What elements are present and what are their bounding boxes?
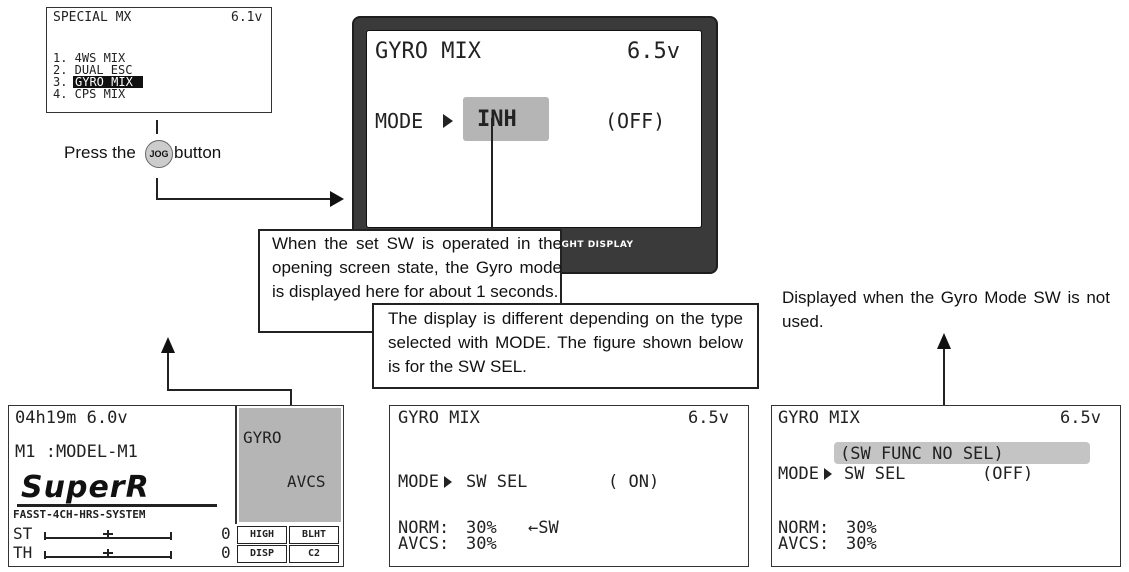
center-note-box [372, 303, 759, 389]
sw-sel-voltage: 6.5v [688, 408, 729, 428]
menu-item-4ws-mix[interactable]: 1. 4WS MIX [53, 51, 126, 65]
avcs-value[interactable]: 30% [846, 534, 877, 554]
mode-value: INH [477, 107, 517, 132]
menu-item-cps-mix[interactable]: 4. CPS MIX [53, 87, 126, 101]
no-sel-voltage: 6.5v [1060, 408, 1101, 428]
home-screen: 04h19m 6.0v M1 :MODEL-M1 SuperR FASST-4C… [8, 405, 344, 567]
special-mx-voltage: 6.1v [231, 10, 263, 25]
connector-line [290, 390, 292, 408]
brand-logo: SuperR [21, 470, 150, 505]
main-display-voltage: 6.5v [627, 39, 680, 64]
menu-item-dual-esc[interactable]: 2. DUAL ESC [53, 63, 133, 77]
divider [235, 406, 237, 524]
mode-cursor-icon [443, 114, 453, 128]
model-name: M1 :MODEL-M1 [15, 442, 138, 462]
mode-cursor-icon [444, 476, 452, 488]
arrow-right-icon [330, 191, 344, 207]
avcs-label: AVCS: [398, 534, 450, 554]
special-mx-title: SPECIAL MX [53, 10, 132, 25]
no-sel-title: GYRO MIX [778, 408, 860, 428]
gyro-mode-overlay: GYRO AVCS [239, 408, 341, 522]
norm-sw-indicator: ←SW [528, 518, 559, 538]
menu-item-gyro-mix-selected[interactable]: GYRO MIX [73, 76, 143, 88]
no-sel-state: (OFF) [982, 464, 1034, 484]
no-sel-screen: GYRO MIX 6.5v (SW FUNC NO SEL) MODE SW S… [771, 405, 1121, 567]
main-display-screen: GYRO MIX 6.5v MODE INH (OFF) [366, 30, 702, 228]
arrow-up-icon [161, 337, 175, 353]
norm-value[interactable]: 30% [466, 518, 497, 538]
connector-line [491, 118, 493, 290]
connector-line [167, 350, 169, 391]
arrow-up-icon [937, 333, 951, 349]
no-sel-mode-label: MODE [778, 464, 819, 484]
system-label: FASST-4CH-HRS-SYSTEM [13, 508, 146, 521]
press-label-suffix: button [174, 143, 222, 162]
norm-label: NORM: [398, 518, 450, 538]
th-trim-bar [44, 549, 172, 559]
main-display-title: GYRO MIX [375, 39, 481, 64]
special-mx-screen: SPECIAL MX 6.1v 1. 4WS MIX 2. DUAL ESC 3… [46, 7, 272, 113]
no-sel-mode-value[interactable]: SW SEL [844, 464, 906, 484]
sw-sel-state: ( ON) [608, 472, 660, 492]
left-note-text: When the set SW is operated in the openi… [272, 234, 562, 301]
mode-state: (OFF) [605, 109, 666, 133]
th-label: TH [13, 543, 33, 562]
norm-value[interactable]: 30% [846, 518, 877, 538]
jog-button-label: JOG [149, 149, 169, 159]
norm-label: NORM: [778, 518, 830, 538]
connector-line [156, 120, 158, 134]
mode-label: MODE [375, 109, 424, 133]
avcs-label: AVCS: [778, 534, 830, 554]
sw-sel-title: GYRO MIX [398, 408, 480, 428]
press-label: Press the [64, 143, 136, 162]
backlight-button[interactable]: BLHT [289, 526, 339, 544]
timer-voltage: 04h19m 6.0v [15, 408, 128, 428]
right-note-text: Displayed when the Gyro Mode SW is not u… [782, 288, 1110, 331]
sw-func-banner: (SW FUNC NO SEL) [834, 442, 1090, 464]
avcs-value[interactable]: 30% [466, 534, 497, 554]
st-trim-bar [44, 530, 172, 540]
connector-line [168, 389, 292, 391]
sw-sel-screen: GYRO MIX 6.5v MODE SW SEL ( ON) NORM: 30… [389, 405, 749, 567]
sw-sel-mode-value[interactable]: SW SEL [466, 472, 528, 492]
high-button[interactable]: HIGH [237, 526, 287, 544]
st-label: ST [13, 524, 33, 543]
gyro-label: GYRO [243, 428, 282, 447]
sw-func-banner-text: (SW FUNC NO SEL) [840, 444, 1004, 464]
mode-value-field[interactable]: INH [463, 97, 549, 141]
mode-cursor-icon [824, 468, 832, 480]
logo-underline [17, 504, 217, 507]
st-value: 0 [221, 524, 231, 543]
disp-button[interactable]: DISP [237, 545, 287, 563]
connector-line [943, 346, 945, 436]
menu-item-3-number: 3. [53, 75, 68, 89]
connector-line [156, 198, 336, 200]
th-value: 0 [221, 543, 231, 562]
connector-line [156, 178, 158, 200]
c2-button[interactable]: C2 [289, 545, 339, 563]
avcs-label: AVCS [287, 472, 326, 491]
jog-button-icon[interactable]: JOG [145, 140, 173, 168]
center-note-text: The display is different depending on th… [388, 309, 743, 376]
sw-sel-mode-label: MODE [398, 472, 439, 492]
